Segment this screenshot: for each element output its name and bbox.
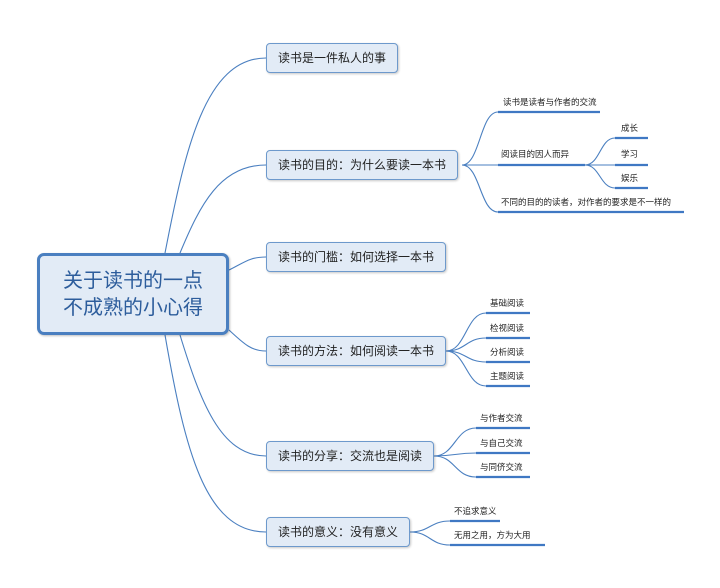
connector-b2-c3	[461, 164, 499, 213]
branch-label: 读书是一件私人的事	[278, 51, 387, 65]
branch-label: 读书的门槛：如何选择一本书	[278, 250, 435, 264]
subtopic-reader-author-exchange[interactable]: 读书是读者与作者的交流	[503, 98, 597, 108]
branch-label: 读书的目的：为什么要读一本书	[278, 158, 447, 172]
branch-private-matter[interactable]: 读书是一件私人的事	[266, 43, 399, 73]
connector-b4-c2	[445, 337, 487, 352]
central-topic[interactable]: 关于读书的一点 不成熟的小心得	[37, 253, 229, 335]
central-topic-line-2: 不成熟的小心得	[63, 295, 203, 319]
branch-label: 读书的意义：没有意义	[278, 525, 399, 539]
subtopic-exchange-self[interactable]: 与自己交流	[480, 439, 523, 449]
branch-label: 读书的分享：交流也是阅读	[278, 449, 423, 463]
subtopic-inspectional-reading[interactable]: 检视阅读	[490, 324, 525, 334]
connector-root-branch-6	[164, 334, 267, 533]
connector-b4-c4	[445, 350, 487, 387]
central-topic-line-1: 关于读书的一点	[63, 268, 203, 292]
subtopic-useless-use[interactable]: 无用之用，方为大用	[454, 531, 531, 541]
subtopic-analytical-reading[interactable]: 分析阅读	[490, 348, 525, 358]
connector-b6-c1	[409, 520, 451, 533]
connector-b6-c2	[409, 531, 451, 546]
connector-root-branch-4	[228, 329, 267, 352]
subtopic-no-meaning-pursuit[interactable]: 不追求意义	[454, 507, 497, 517]
connector-b2-g1	[584, 137, 616, 166]
subtopic-exchange-peers[interactable]: 与同侪交流	[480, 463, 523, 473]
subtopic-growth[interactable]: 成长	[621, 124, 639, 134]
subtopic-syntopical-reading[interactable]: 主题阅读	[490, 372, 525, 382]
subtopic-entertainment[interactable]: 娱乐	[621, 174, 639, 184]
connector-root-branch-1	[164, 57, 267, 254]
connector-b2-c1	[461, 111, 499, 166]
branch-meaning[interactable]: 读书的意义：没有意义	[266, 517, 411, 547]
connector-root-branch-3	[228, 256, 267, 271]
subtopic-exchange-author[interactable]: 与作者交流	[480, 414, 523, 424]
subtopic-basic-reading[interactable]: 基础阅读	[490, 299, 525, 309]
subtopic-purpose-varies[interactable]: 阅读目的因人而异	[501, 150, 570, 160]
connector-b2-g3	[584, 164, 616, 189]
branch-sharing[interactable]: 读书的分享：交流也是阅读	[266, 441, 435, 471]
connector-root-branch-2	[179, 164, 267, 254]
branch-purpose[interactable]: 读书的目的：为什么要读一本书	[266, 150, 459, 180]
branch-method[interactable]: 读书的方法：如何阅读一本书	[266, 336, 447, 366]
connector-b4-c1	[445, 312, 487, 352]
connector-b5-c3	[433, 455, 477, 478]
connector-root-branch-5	[179, 334, 267, 457]
branch-label: 读书的方法：如何阅读一本书	[278, 344, 435, 358]
subtopic-study[interactable]: 学习	[621, 150, 639, 160]
subtopic-different-readers[interactable]: 不同的目的的读者，对作者的要求是不一样的	[501, 198, 672, 208]
branch-threshold[interactable]: 读书的门槛：如何选择一本书	[266, 242, 447, 272]
connector-b5-c1	[433, 427, 477, 457]
